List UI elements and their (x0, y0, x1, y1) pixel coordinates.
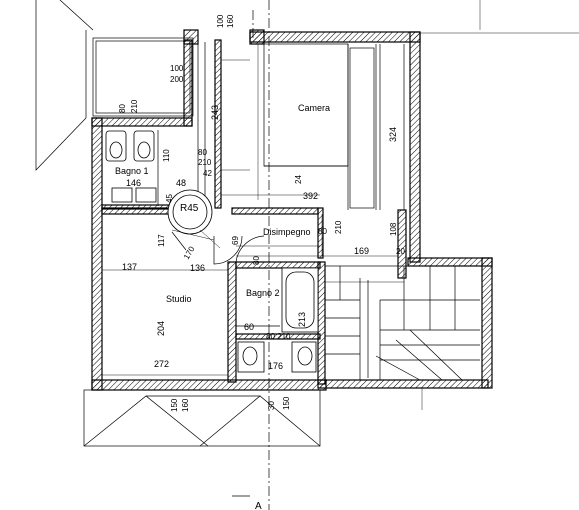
section-marker: A (232, 495, 262, 510)
dim-label: 150 (170, 398, 179, 412)
roof-lines (35, 0, 579, 171)
room-label-studio: Studio (166, 294, 192, 304)
dim-label: 150 (282, 396, 291, 410)
dim-label: 80 (252, 256, 261, 265)
studio-room (102, 269, 228, 376)
dim-label: 100 (170, 64, 184, 73)
section-label: A (255, 501, 262, 510)
camera-room (257, 43, 405, 210)
stairs (324, 265, 483, 410)
dim-label: 136 (190, 263, 205, 273)
dim-label: 60 (244, 322, 254, 332)
dim-label: 117 (157, 234, 166, 247)
dim-label: 170 (182, 244, 197, 261)
dim-label: 243 (210, 105, 220, 120)
dim-label: 137 (122, 262, 137, 272)
dim-label: 200 (170, 75, 184, 84)
corridor-top (197, 42, 320, 200)
dim-label: 80 (118, 104, 127, 113)
dim-label: 160 (181, 398, 190, 412)
dim-label: 69 (231, 236, 240, 245)
dim-label: 272 (154, 359, 169, 369)
dim-label: 80 (198, 148, 207, 157)
dim-label: 210 (198, 158, 212, 167)
room-label-disimpegno: Disimpegno (263, 227, 311, 237)
dim-label: 392 (303, 191, 318, 201)
dim-label: 110 (162, 149, 171, 162)
dim-label: 48 (176, 178, 186, 188)
stair-radius-label: R45 (180, 203, 199, 214)
room-label-camera: Camera (298, 103, 330, 113)
dim-label: 146 (126, 178, 141, 188)
dim-label: 80 (318, 227, 327, 236)
axis-lines (252, 0, 270, 510)
dim-label: 210 (130, 99, 139, 113)
dim-label: 213 (297, 312, 307, 327)
balcony-bottom (83, 389, 321, 447)
disimpegno-room (236, 214, 398, 257)
dim-label: 42 (203, 169, 212, 178)
spiral-stair (167, 189, 221, 251)
dim-label: 160 (226, 14, 235, 28)
bagno2-fixtures (236, 267, 319, 373)
dim-label: 108 (389, 222, 398, 236)
room-label-bagno2: Bagno 2 (246, 288, 280, 298)
dim-label: 210 (334, 220, 343, 234)
dim-label: 30 (267, 401, 276, 410)
dim-label: 204 (156, 321, 166, 336)
dim-label: 176 (268, 361, 283, 371)
dim-label: 169 (354, 246, 369, 256)
door-swings (213, 235, 265, 265)
dim-label: 24 (294, 175, 303, 184)
outer-walls (91, 29, 493, 391)
bagno1-fixtures (105, 130, 159, 206)
dim-label: 45 (165, 194, 174, 203)
dim-label: 324 (388, 127, 398, 142)
room-label-bagno1: Bagno 1 (115, 166, 149, 176)
dim-label: 20 (396, 247, 405, 256)
dim-label: 100 (216, 14, 225, 28)
dim-label: 80 210 (266, 332, 291, 341)
